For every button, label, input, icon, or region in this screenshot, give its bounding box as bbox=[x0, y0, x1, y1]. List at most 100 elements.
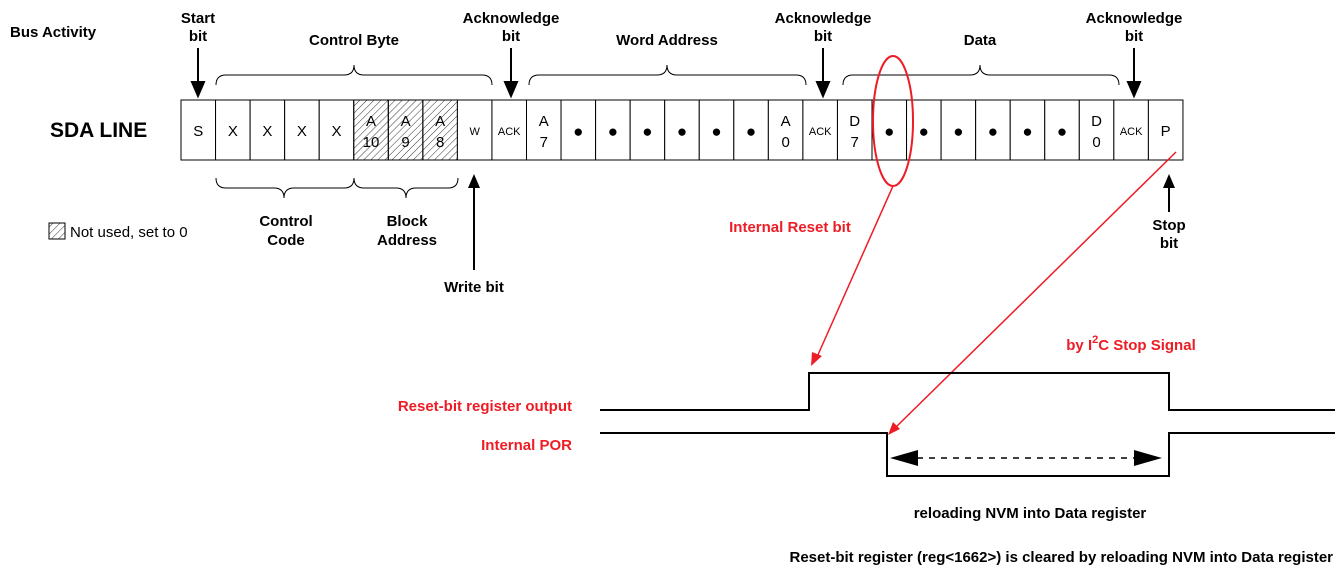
sda-cell: ACK bbox=[491, 99, 528, 161]
sda-cell: X bbox=[284, 99, 320, 161]
sda-cell: ● bbox=[975, 99, 1011, 161]
stop-bit-label-line1: Stop bbox=[1152, 217, 1185, 234]
sda-cell-label: 7 bbox=[851, 134, 859, 151]
unused-bit-cell bbox=[353, 99, 389, 161]
sda-cell: ACK bbox=[1113, 99, 1149, 161]
sda-cell: S bbox=[180, 99, 217, 161]
data-brace bbox=[842, 64, 1120, 86]
sda-cell: A7 bbox=[526, 99, 562, 161]
reset-bit-output-waveform bbox=[600, 372, 1335, 411]
sda-cell-label: ● bbox=[642, 122, 652, 141]
sda-cell-label: ● bbox=[953, 122, 963, 141]
sda-cell-label: 10 bbox=[363, 134, 380, 151]
bit-cell bbox=[1044, 99, 1080, 161]
reloading-label: reloading NVM into Data register bbox=[914, 505, 1147, 522]
bit-cell bbox=[1113, 99, 1149, 161]
sda-cell-label: 7 bbox=[540, 134, 548, 151]
ack2-arrow bbox=[815, 81, 831, 99]
sda-cell-label: ● bbox=[677, 122, 687, 141]
block-address-label-line1: Block bbox=[387, 213, 429, 230]
sda-cell: ● bbox=[560, 99, 597, 161]
bit-cell bbox=[1009, 99, 1046, 161]
bit-cell bbox=[526, 99, 562, 161]
bit-cell bbox=[1147, 99, 1184, 161]
sda-cell-label: 8 bbox=[436, 134, 444, 151]
internal-por-label: Internal POR bbox=[481, 437, 572, 454]
sda-cell-label: 9 bbox=[401, 134, 409, 151]
lower-braces bbox=[215, 177, 459, 199]
reset-bit-output-label: Reset-bit register output bbox=[398, 398, 572, 415]
sda-cell: X bbox=[215, 99, 251, 161]
sda-cell-label: 0 bbox=[781, 134, 789, 151]
sda-cell: W bbox=[456, 99, 493, 161]
internal-reset-bit-pointer bbox=[811, 185, 894, 366]
ack3-label-line2: bit bbox=[1125, 28, 1143, 45]
sda-cell: A8 bbox=[422, 99, 458, 161]
ack1-arrow bbox=[503, 81, 519, 99]
sda-cell-label: A bbox=[435, 113, 445, 130]
unused-bit-cell bbox=[422, 99, 458, 161]
sda-cell-label: W bbox=[469, 126, 480, 138]
ack1-label-line1: Acknowledge bbox=[463, 10, 560, 27]
sda-cell-label: X bbox=[228, 123, 238, 140]
bit-cell bbox=[180, 99, 217, 161]
bit-cell bbox=[940, 99, 977, 161]
write-bit-arrow bbox=[468, 174, 480, 270]
internal-reset-bit-label: Internal Reset bit bbox=[729, 219, 851, 236]
sda-cell-label: D bbox=[849, 113, 860, 130]
sda-cell: X bbox=[318, 99, 355, 161]
sda-cell: A0 bbox=[767, 99, 804, 161]
sda-cell-label: ACK bbox=[1120, 126, 1143, 138]
block-address-brace bbox=[353, 177, 459, 199]
control-byte-brace bbox=[215, 64, 493, 86]
not-used-legend-swatch bbox=[48, 222, 66, 240]
start-bit-label-line2: bit bbox=[189, 28, 207, 45]
control-code-label-line2: Code bbox=[267, 232, 305, 249]
sda-cell-label: A bbox=[781, 113, 791, 130]
stop-bit-label-line2: bit bbox=[1160, 235, 1178, 252]
block-address-label-line2: Address bbox=[377, 232, 437, 249]
sda-cell: ● bbox=[595, 99, 631, 161]
bit-cell bbox=[249, 99, 286, 161]
stop-bit-arrow bbox=[1163, 174, 1175, 212]
reload-duration-arrow bbox=[890, 450, 1162, 466]
sda-cell: ● bbox=[733, 99, 769, 161]
sda-cell: D0 bbox=[1078, 99, 1115, 161]
ack2-label-line1: Acknowledge bbox=[775, 10, 872, 27]
bus-activity-label: Bus Activity bbox=[10, 24, 97, 41]
sda-cell-label: P bbox=[1161, 123, 1171, 140]
footnote: Reset-bit register (reg<1662>) is cleare… bbox=[789, 549, 1333, 565]
sda-cell-label: ● bbox=[746, 122, 756, 141]
bit-cell bbox=[456, 99, 493, 161]
sda-cell-label: ACK bbox=[809, 126, 832, 138]
sda-cell: ACK bbox=[802, 99, 838, 161]
sda-cell: ● bbox=[629, 99, 666, 161]
ack2-label-line2: bit bbox=[814, 28, 832, 45]
top-braces bbox=[215, 64, 1120, 86]
sda-cell-label: X bbox=[331, 123, 341, 140]
bit-cell bbox=[284, 99, 320, 161]
word-address-brace bbox=[528, 64, 807, 86]
sda-cell: A 10 bbox=[353, 99, 389, 161]
bit-cell bbox=[664, 99, 700, 161]
bit-cell bbox=[698, 99, 735, 161]
start-bit-label-line1: Start bbox=[181, 10, 215, 27]
write-bit-label: Write bit bbox=[444, 279, 504, 296]
sda-line-label: SDA LINE bbox=[50, 119, 147, 142]
unused-bit-cell bbox=[387, 99, 424, 161]
bit-cell bbox=[733, 99, 769, 161]
bit-cell bbox=[767, 99, 804, 161]
bit-cell bbox=[1078, 99, 1115, 161]
sda-cell-label: A bbox=[366, 113, 376, 130]
stop-signal-pointer bbox=[888, 151, 1177, 435]
sda-cell-label: ACK bbox=[498, 126, 521, 138]
sda-cell-label: D bbox=[1091, 113, 1102, 130]
sda-cell: ● bbox=[664, 99, 700, 161]
ack3-arrow bbox=[1126, 81, 1142, 99]
ack1-label-line2: bit bbox=[502, 28, 520, 45]
sda-cell: A9 bbox=[387, 99, 424, 161]
sda-cell: D7 bbox=[836, 99, 873, 161]
sda-cell: ● bbox=[1009, 99, 1046, 161]
stop-signal-label: by I2C Stop Signal bbox=[1066, 334, 1195, 354]
